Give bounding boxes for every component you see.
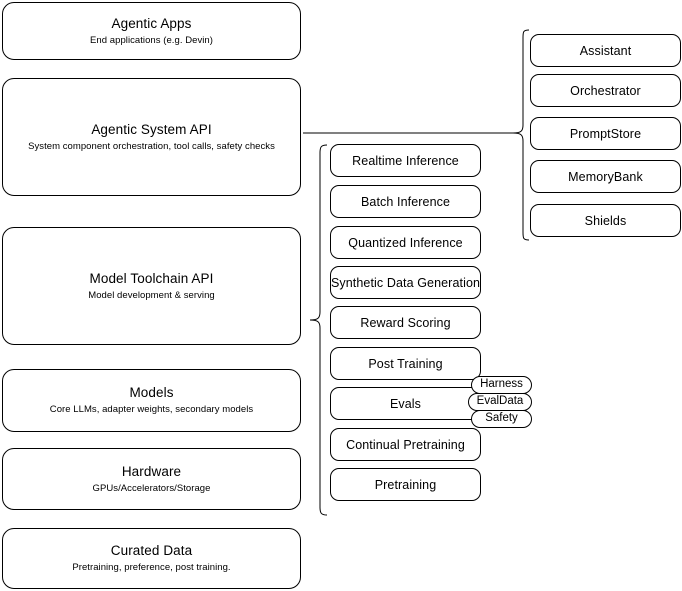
layer-title: Agentic System API xyxy=(91,121,212,137)
item-label: Continual Pretraining xyxy=(346,437,465,452)
layer-subtitle: Core LLMs, adapter weights, secondary mo… xyxy=(49,404,254,415)
system-item-shields[interactable]: Shields xyxy=(530,204,681,237)
layer-title: Model Toolchain API xyxy=(89,270,214,286)
pill-label: Safety xyxy=(485,412,518,425)
item-label: PromptStore xyxy=(569,126,642,141)
system-item-assistant[interactable]: Assistant xyxy=(530,34,681,67)
pill-label: Harness xyxy=(480,378,523,391)
eval-pill-harness[interactable]: Harness xyxy=(471,376,532,394)
layer-subtitle: Model development & serving xyxy=(88,289,215,301)
layer-agentic-apps[interactable]: Agentic Apps End applications (e.g. Devi… xyxy=(2,2,301,60)
toolchain-item-reward-scoring[interactable]: Reward Scoring xyxy=(330,306,481,339)
item-label: Shields xyxy=(584,213,627,228)
layer-title: Agentic Apps xyxy=(111,15,192,31)
item-label: Synthetic Data Generation xyxy=(330,275,481,290)
item-label: Batch Inference xyxy=(360,194,451,209)
item-label: Evals xyxy=(389,396,422,411)
toolchain-item-realtime-inference[interactable]: Realtime Inference xyxy=(330,144,481,177)
system-item-orchestrator[interactable]: Orchestrator xyxy=(530,74,681,107)
system-item-memorybank[interactable]: MemoryBank xyxy=(530,160,681,193)
toolchain-item-synthetic-data-generation[interactable]: Synthetic Data Generation xyxy=(330,266,481,299)
eval-pill-evaldata[interactable]: EvalData xyxy=(468,393,532,411)
layer-subtitle: GPUs/Accelerators/Storage xyxy=(92,482,211,494)
toolchain-item-continual-pretraining[interactable]: Continual Pretraining xyxy=(330,428,481,461)
layer-subtitle: System component orchestration, tool cal… xyxy=(28,140,275,152)
system-item-promptstore[interactable]: PromptStore xyxy=(530,117,681,150)
item-label: Quantized Inference xyxy=(348,235,463,250)
item-label: Orchestrator xyxy=(570,83,641,98)
eval-pill-safety[interactable]: Safety xyxy=(471,410,532,428)
toolchain-item-evals[interactable]: Evals xyxy=(330,387,481,420)
item-label: Assistant xyxy=(579,43,632,58)
layer-title: Hardware xyxy=(121,463,182,479)
toolchain-item-quantized-inference[interactable]: Quantized Inference xyxy=(330,226,481,259)
item-label: Reward Scoring xyxy=(360,315,451,330)
item-label: Post Training xyxy=(368,356,443,371)
layer-title: Models xyxy=(129,385,174,400)
item-label: MemoryBank xyxy=(568,169,643,184)
layer-models[interactable]: Models Core LLMs, adapter weights, secon… xyxy=(2,369,301,432)
layer-subtitle: End applications (e.g. Devin) xyxy=(90,34,213,46)
layer-subtitle: Pretraining, preference, post training. xyxy=(72,562,231,573)
toolchain-item-batch-inference[interactable]: Batch Inference xyxy=(330,185,481,218)
pill-label: EvalData xyxy=(476,395,524,408)
layer-hardware[interactable]: Hardware GPUs/Accelerators/Storage xyxy=(2,448,301,510)
item-label: Realtime Inference xyxy=(352,153,459,168)
layer-model-toolchain-api[interactable]: Model Toolchain API Model development & … xyxy=(2,227,301,345)
layer-agentic-system-api[interactable]: Agentic System API System component orch… xyxy=(2,78,301,196)
toolchain-item-pretraining[interactable]: Pretraining xyxy=(330,468,481,501)
layer-curated-data[interactable]: Curated Data Pretraining, preference, po… xyxy=(2,528,301,589)
item-label: Pretraining xyxy=(374,477,437,492)
toolchain-item-post-training[interactable]: Post Training xyxy=(330,347,481,380)
layer-title: Curated Data xyxy=(110,543,193,558)
